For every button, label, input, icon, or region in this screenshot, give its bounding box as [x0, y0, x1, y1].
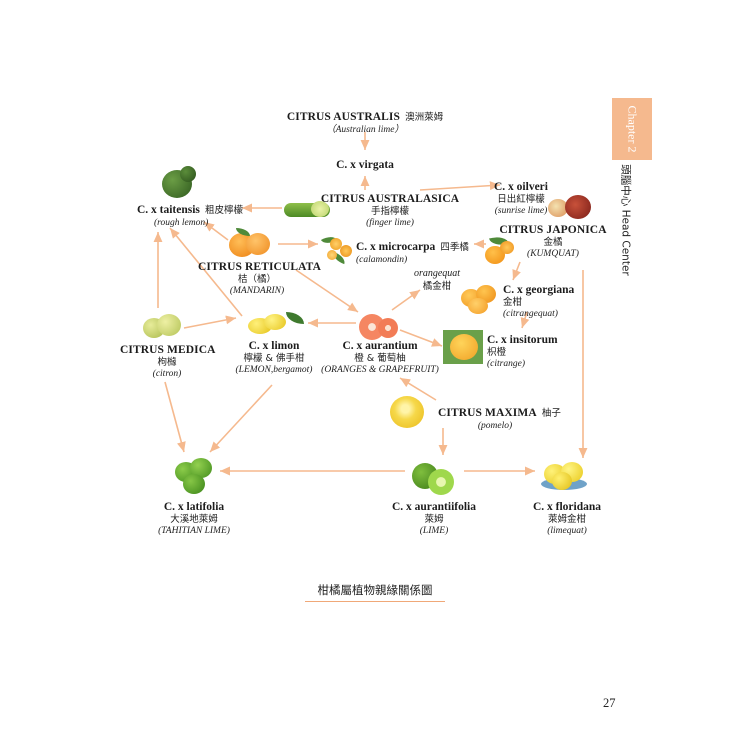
arrow-limon-to-latifolia	[209, 384, 273, 453]
figure-caption: 柑橘屬植物親緣關係圖	[317, 583, 433, 597]
node-common-name: (MANDARIN)	[229, 286, 285, 297]
arrow-medica-to-latifolia	[164, 381, 186, 453]
node-chinese-name: 金橘	[543, 237, 563, 249]
node-c-x-taitensis: C. x taitensis 粗皮檸檬 (rough lemon)	[120, 198, 260, 230]
node-common-name: (citrange)	[487, 359, 525, 370]
node-c-x-microcarpa: C. x microcarpa 四季橘 (calamondin)	[356, 235, 471, 267]
node-c-x-georgiana: C. x georgiana 金柑 (citrangequat)	[503, 283, 575, 321]
arrow-limon-to-taitensis	[169, 227, 243, 317]
node-chinese-name: 橘金柑	[422, 280, 452, 292]
node-chinese-name: 萊姆	[424, 514, 444, 526]
node-chinese-name: 柚子	[541, 408, 561, 419]
node-orangequat: orangequat 橘金柑	[404, 268, 470, 292]
arrow-maxima-to-aurantium	[399, 377, 437, 401]
node-citrus-maxima: CITRUS MAXIMA 柚子 (pomelo)	[438, 401, 561, 433]
arrow-reticulata-to-aurantium	[295, 269, 359, 313]
node-name: C. x microcarpa	[356, 241, 436, 253]
node-name: CITRUS AUSTRALIS	[286, 111, 400, 123]
arrow-japonica-to-georgiana	[512, 261, 521, 281]
node-name: CITRUS MEDICA	[120, 344, 216, 356]
arrow-aurantium-to-insitorum	[399, 329, 443, 347]
node-common-name: （Australian lime）	[326, 125, 404, 135]
node-c-x-floridana: C. x floridana 萊姆金柑 (limequat)	[527, 500, 607, 538]
node-common-name: (LIME)	[419, 526, 449, 537]
node-c-x-aurantium: C. x aurantium 橙 & 葡萄柚 (ORANGES & GRAPEF…	[320, 339, 440, 377]
node-common-name: (sunrise lime)	[494, 206, 548, 217]
node-chinese-name: 枸櫞	[157, 357, 177, 369]
node-name: CITRUS AUSTRALASICA	[320, 193, 460, 205]
chapter-tab: Chapter 2	[612, 98, 652, 160]
arrow-aurantium-to-orangequat	[391, 289, 421, 311]
node-common-name: (citron)	[152, 369, 182, 380]
node-citrus-australasica: CITRUS AUSTRALASICA 手指檸檬 (finger lime)	[320, 192, 460, 230]
node-chinese-name: 澳洲萊姆	[405, 112, 444, 123]
node-name: C. x virgata	[336, 159, 394, 171]
node-common-name: (calamondin)	[356, 255, 408, 265]
node-chinese-name: 日出紅檸檬	[497, 194, 545, 206]
node-common-name: (finger lime)	[366, 218, 414, 229]
node-common-name: (pomelo)	[477, 421, 513, 431]
node-citrus-reticulata: CITRUS RETICULATA 桔（橘） (MANDARIN)	[198, 260, 322, 298]
node-name: C. x insitorum	[487, 334, 558, 346]
node-chinese-name: 金柑	[503, 297, 523, 309]
node-chinese-name: 桔（橘）	[237, 274, 276, 286]
node-c-x-oilveri: C. x oilveri 日出紅檸檬 (sunrise lime)	[487, 180, 555, 218]
node-c-x-limon: C. x limon 檸檬 & 佛手柑 (LEMON,bergamot)	[232, 339, 316, 377]
node-name: C. x oilveri	[494, 181, 548, 193]
node-common-name: (limequat)	[547, 526, 587, 537]
node-chinese-name: 枳橙	[487, 347, 507, 359]
node-chinese-name: 橙 & 葡萄柚	[354, 353, 406, 365]
node-chinese-name: 大溪地萊姆	[170, 514, 218, 526]
node-common-name: (TAHITIAN LIME)	[158, 526, 230, 537]
node-name: C. x latifolia	[163, 501, 225, 513]
node-common-name: (rough lemon)	[154, 218, 209, 228]
caption-underline	[305, 601, 445, 602]
node-name: C. x floridana	[532, 501, 602, 513]
page-number: 27	[603, 696, 616, 710]
node-c-x-latifolia: C. x latifolia 大溪地萊姆 (TAHITIAN LIME)	[150, 500, 238, 538]
node-chinese-name: 四季橘	[440, 242, 469, 253]
node-c-x-insitorum: C. x insitorum 枳橙 (citrange)	[487, 333, 558, 371]
node-c-x-aurantiifolia: C. x aurantiifolia 萊姆 (LIME)	[391, 500, 477, 538]
node-citrus-australis: CITRUS AUSTRALIS 澳洲萊姆 （Australian lime）	[280, 105, 450, 137]
node-common-name: (KUMQUAT)	[527, 249, 579, 260]
node-name: CITRUS RETICULATA	[198, 261, 322, 273]
node-common-name: (citrangequat)	[503, 309, 558, 320]
node-citrus-medica: CITRUS MEDICA 枸櫞 (citron)	[120, 343, 216, 381]
arrow-georgiana-to-insitorum	[520, 311, 530, 329]
node-chinese-name: 粗皮檸檬	[205, 205, 244, 216]
node-common-name: (LEMON,bergamot)	[235, 365, 313, 376]
node-chinese-name: 萊姆金柑	[547, 514, 586, 526]
node-chinese-name: 手指檸檬	[370, 206, 409, 218]
node-common-name: (ORANGES & GRAPEFRUIT)	[321, 365, 439, 376]
node-name: C. x taitensis	[136, 204, 200, 216]
node-chinese-name: 檸檬 & 佛手柑	[243, 353, 305, 365]
node-citrus-japonica: CITRUS JAPONICA 金橘 (KUMQUAT)	[497, 223, 609, 261]
node-name: C. x georgiana	[503, 284, 575, 296]
arrow-australasica-to-oilveri	[419, 181, 501, 191]
edge-layer	[153, 132, 588, 476]
node-name: C. x aurantium	[342, 340, 418, 352]
node-name: CITRUS MAXIMA	[438, 407, 537, 419]
arrow-medica-to-limon	[183, 315, 237, 329]
arrow-reticulata-to-taitensis	[203, 221, 229, 241]
node-name: C. x limon	[248, 340, 300, 352]
node-common-name: orangequat	[413, 268, 461, 279]
node-c-x-virgata: C. x virgata	[320, 158, 410, 172]
node-name: CITRUS JAPONICA	[499, 224, 607, 236]
node-name: C. x aurantiifolia	[391, 501, 476, 513]
